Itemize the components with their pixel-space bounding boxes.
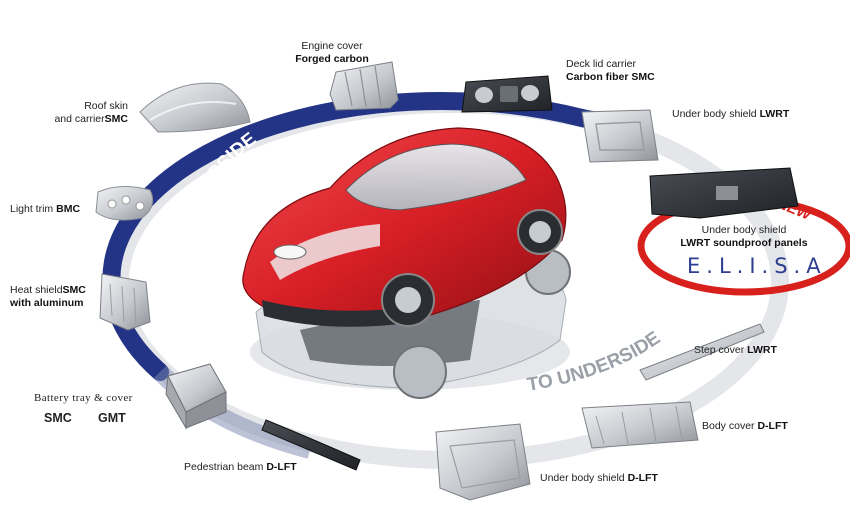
part-light-trim-image [95,186,154,221]
car-illustration [242,127,571,399]
part-heat-shield-image [99,273,151,331]
part-engine-cover-image [329,61,399,111]
part-roof-skin-image [139,82,251,133]
label-battery-gmt: GMT [98,411,126,425]
label-pedestrian-beam: Pedestrian beam D-LFT [184,461,297,473]
label-step-cover: Step cover LWRT [694,344,777,356]
part-body-cover-image [581,401,699,449]
car-headlight [273,244,307,260]
label-light-trim: Light trim BMC [10,203,81,215]
part-soundproof-image [649,167,799,219]
car-wheel-lower [393,345,447,399]
elisa-brand: E.L.I.S.A [687,254,827,278]
part-pedestrian-beam-image [261,419,361,471]
car-rim-rear [529,221,551,243]
label-battery-tray: Battery tray & cover [34,392,133,404]
part-deck-lid-image [461,75,553,113]
label-body-cover: Body cover D-LFT [702,420,788,432]
label-underbody-bottom: Under body shield D-LFT [540,472,658,484]
part-underbody-bottom-image [435,423,531,501]
car-underbody-panel [300,300,480,366]
part-battery-tray-image [165,363,227,430]
label-battery-smc: SMC [44,411,72,425]
car-hood-stripe [270,224,380,280]
car-front-splitter [262,300,420,327]
car-windshield [345,143,527,211]
label-underbody-top: Under body shield LWRT [672,108,790,120]
part-underbody-top-image [581,109,659,163]
car-rim-front [395,287,421,313]
part-step-cover-image [639,323,765,381]
